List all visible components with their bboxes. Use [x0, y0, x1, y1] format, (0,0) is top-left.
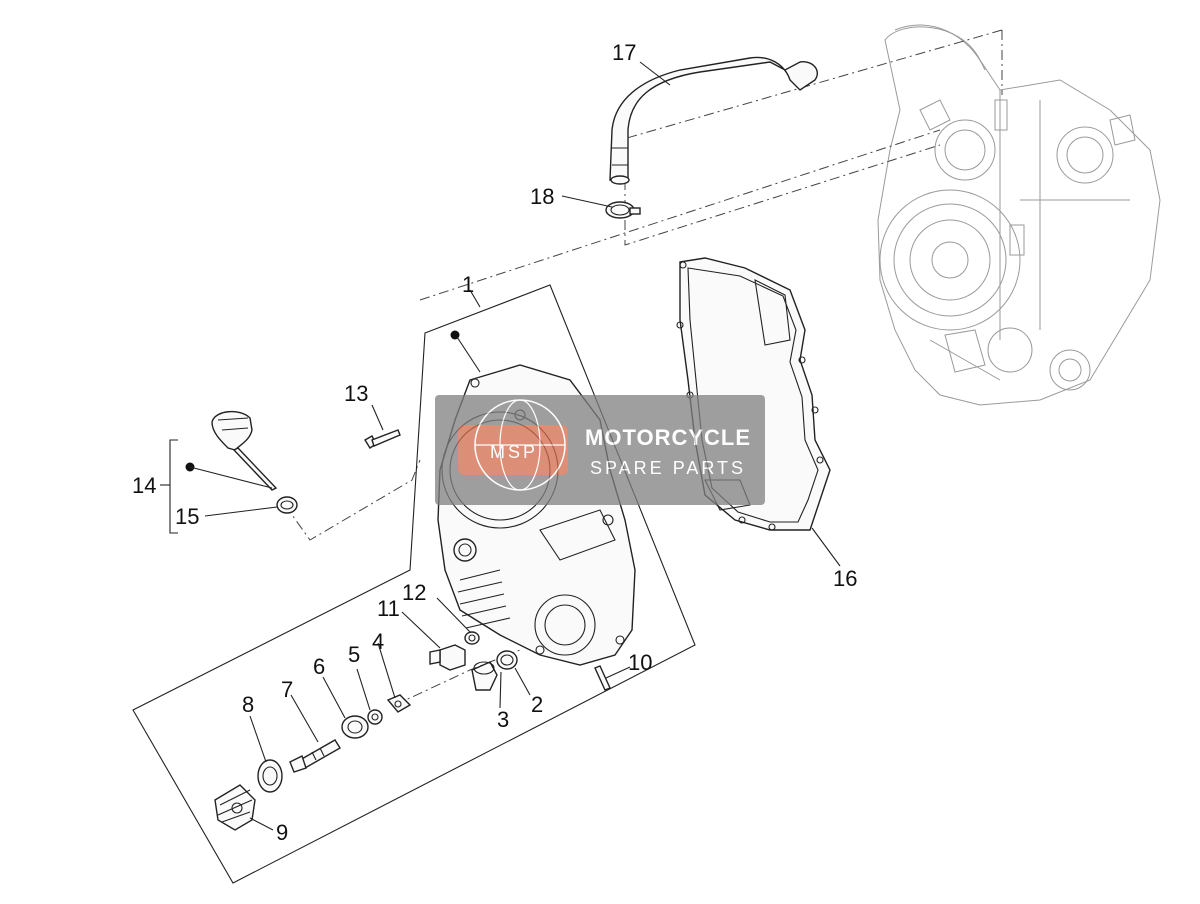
callout-18: 18: [530, 184, 554, 209]
watermark-badge: [458, 425, 568, 475]
shaft-part-7: [289, 739, 341, 773]
callout-3: 3: [497, 707, 509, 732]
callout-labels: 17 18 1 13 14 15 16 12 11 4 5 6 7 8 9 10…: [132, 40, 857, 845]
pin-part-10: [594, 665, 611, 691]
callout-14: 14: [132, 473, 156, 498]
callout-16: 16: [833, 566, 857, 591]
callout-9: 9: [276, 820, 288, 845]
seal-part-2: [496, 650, 518, 670]
hose-part-17: [609, 56, 818, 185]
callout-11: 11: [377, 596, 400, 621]
watermark-subtitle: SPARE PARTS: [590, 458, 746, 478]
seal-part-6: [341, 715, 369, 739]
callout-10: 10: [628, 650, 652, 675]
sensor-part-11: [429, 644, 466, 671]
washer-part-4: [386, 694, 412, 713]
impeller-part-9: [214, 784, 256, 831]
callout-7: 7: [281, 677, 293, 702]
watermark-title: MOTORCYCLE: [585, 425, 751, 450]
bolt-part-13: [364, 429, 401, 449]
oring-part-15: [276, 496, 298, 514]
washer-part-12: [464, 631, 480, 645]
group-frame: [132, 284, 696, 884]
engine-block-drawing: [877, 24, 1161, 406]
callout-15: 15: [175, 504, 199, 529]
ring-part-5: [367, 709, 383, 725]
bearing-part-8: [257, 759, 283, 793]
callout-2: 2: [531, 692, 543, 717]
callout-6: 6: [313, 654, 325, 679]
leader-lines: [189, 61, 841, 831]
clamp-part-18: [605, 201, 641, 219]
callout-4: 4: [372, 629, 384, 654]
callout-12: 12: [402, 580, 426, 605]
dipstick-part-14: [211, 411, 278, 491]
plug-part-3: [471, 661, 498, 691]
callout-8: 8: [242, 692, 254, 717]
watermark-background: [435, 395, 765, 505]
callout-17: 17: [612, 40, 636, 65]
watermark-badge-text: MSP: [490, 442, 538, 462]
watermark: MSP MOTORCYCLE SPARE PARTS: [435, 395, 765, 505]
callout-1: 1: [462, 272, 474, 297]
callout-5: 5: [348, 642, 360, 667]
callout-13: 13: [344, 381, 368, 406]
